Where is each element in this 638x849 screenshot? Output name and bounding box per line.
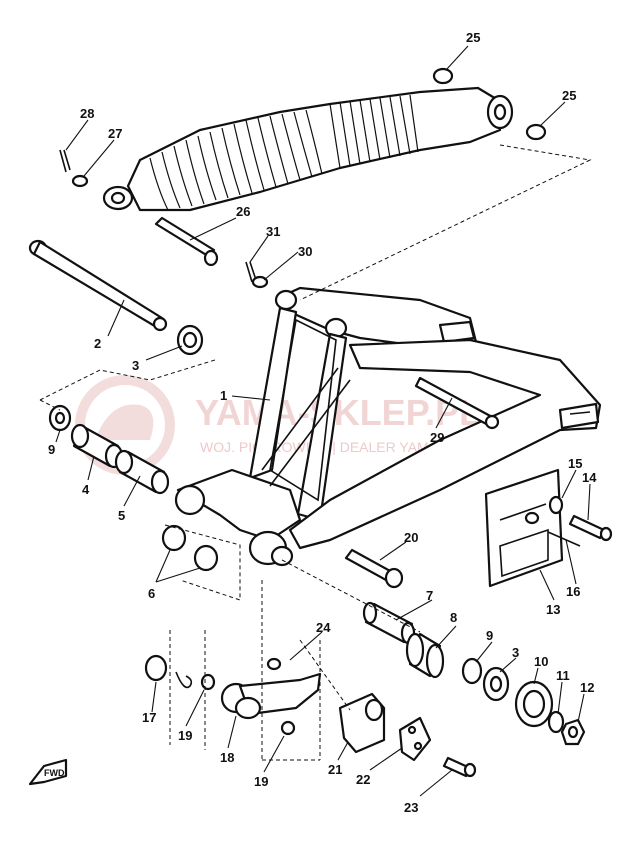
washer-24 bbox=[266, 657, 282, 671]
callout-19-upper: 19 bbox=[178, 728, 192, 743]
callout-12: 12 bbox=[580, 680, 594, 695]
bearing-8 bbox=[405, 632, 445, 679]
callout-30: 30 bbox=[298, 244, 312, 259]
callout-24: 24 bbox=[316, 620, 331, 635]
bushing-5 bbox=[114, 449, 170, 495]
arm-18 bbox=[220, 672, 322, 720]
fwd-arrow-icon: FWD bbox=[28, 758, 68, 786]
callout-16: 16 bbox=[566, 584, 580, 599]
bolt-14 bbox=[568, 514, 613, 542]
bolt-16 bbox=[547, 531, 581, 547]
cotter-pin-31 bbox=[245, 261, 257, 283]
callout-29: 29 bbox=[430, 430, 444, 445]
callout-1: 1 bbox=[220, 388, 227, 403]
callout-15: 15 bbox=[568, 456, 582, 471]
callout-18: 18 bbox=[220, 750, 234, 765]
callout-4: 4 bbox=[82, 482, 90, 497]
callout-9-right: 9 bbox=[486, 628, 493, 643]
callout-6: 6 bbox=[148, 586, 155, 601]
callout-3-right: 3 bbox=[512, 645, 519, 660]
callout-13: 13 bbox=[546, 602, 560, 617]
oil-seal-3-left bbox=[176, 324, 204, 356]
bolt-20 bbox=[344, 548, 404, 589]
callout-17: 17 bbox=[142, 710, 156, 725]
collar-7 bbox=[362, 601, 416, 645]
pivot-shaft-2 bbox=[28, 239, 168, 332]
callout-31: 31 bbox=[266, 224, 280, 239]
washer-11 bbox=[547, 710, 565, 734]
washer-25-upper bbox=[432, 67, 454, 85]
oil-seal-3-right bbox=[482, 666, 510, 702]
bolt-23 bbox=[442, 756, 477, 778]
callout-11: 11 bbox=[556, 668, 570, 683]
bracket-22 bbox=[398, 716, 432, 762]
washer-19-upper bbox=[200, 673, 216, 691]
washer-9-right bbox=[461, 657, 483, 685]
bushing-4 bbox=[70, 423, 124, 469]
callout-25-upper: 25 bbox=[466, 30, 480, 45]
block-21 bbox=[338, 692, 386, 754]
callout-23: 23 bbox=[404, 800, 418, 815]
callout-7: 7 bbox=[426, 588, 433, 603]
callout-14: 14 bbox=[582, 470, 597, 485]
oil-seal-6-upper bbox=[161, 524, 187, 552]
callout-21: 21 bbox=[328, 762, 342, 777]
shock-bolt-26 bbox=[154, 216, 219, 267]
callout-8: 8 bbox=[450, 610, 457, 625]
washer-19-lower bbox=[280, 720, 296, 736]
washer-25-right bbox=[525, 123, 547, 141]
callout-26: 26 bbox=[236, 204, 250, 219]
callout-19-lower: 19 bbox=[254, 774, 268, 789]
cotter-pin-28 bbox=[59, 149, 71, 173]
nut-12 bbox=[560, 718, 586, 746]
washer-27 bbox=[71, 174, 89, 188]
callout-9-left: 9 bbox=[48, 442, 55, 457]
oil-seal-6-lower bbox=[193, 544, 219, 572]
callout-28: 28 bbox=[80, 106, 94, 121]
cover-10 bbox=[514, 680, 554, 728]
callout-10: 10 bbox=[534, 654, 548, 669]
callout-27: 27 bbox=[108, 126, 122, 141]
chain-guide-13 bbox=[484, 468, 564, 588]
callout-22: 22 bbox=[356, 772, 370, 787]
callout-5: 5 bbox=[118, 508, 125, 523]
washer-30 bbox=[251, 275, 269, 289]
swingarm-1 bbox=[174, 286, 602, 567]
callout-20: 20 bbox=[404, 530, 418, 545]
spring-17 bbox=[144, 654, 193, 689]
callout-25-right: 25 bbox=[562, 88, 576, 103]
fwd-label: FWD bbox=[44, 768, 65, 778]
callout-3-left: 3 bbox=[132, 358, 139, 373]
callout-2: 2 bbox=[94, 336, 101, 351]
callout-labels: 1 2 3 3 4 5 6 7 8 9 9 10 11 12 13 14 15 … bbox=[48, 30, 597, 815]
rod-29 bbox=[414, 376, 500, 430]
leader-lines bbox=[55, 45, 591, 797]
rear-shock-absorber bbox=[102, 86, 514, 212]
